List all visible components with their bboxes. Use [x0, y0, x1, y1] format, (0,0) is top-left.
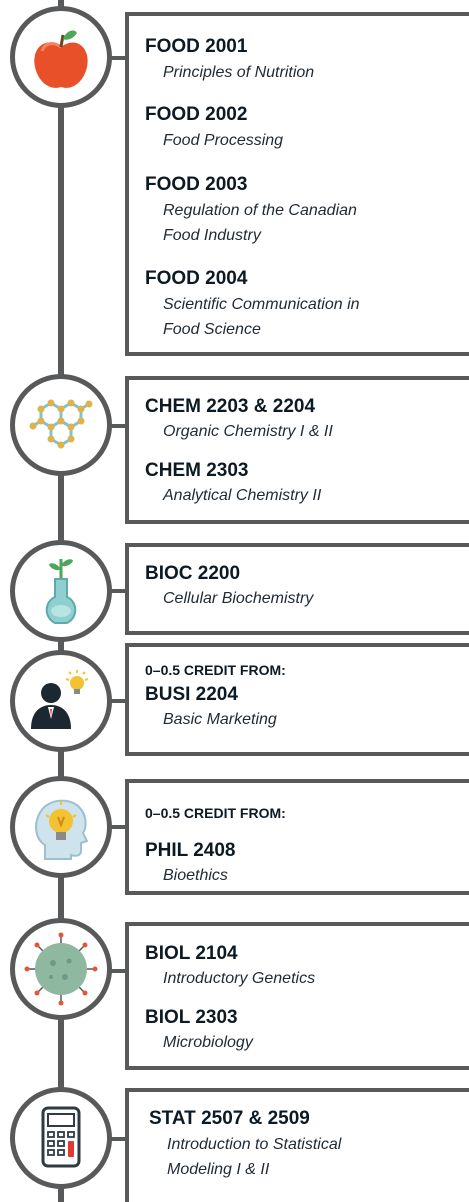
- course-code: FOOD 2001: [145, 36, 248, 57]
- course-title: Organic Chemistry I & II: [163, 423, 333, 440]
- connector-stat: [100, 1137, 126, 1141]
- credit-prefix: 0–0.5 CREDIT FROM:: [145, 662, 286, 678]
- course-title-line2: Food Industry: [163, 227, 261, 244]
- course-code: BIOL 2104: [145, 943, 238, 964]
- icon-circle-food: [10, 6, 112, 108]
- course-title: Microbiology: [163, 1034, 253, 1051]
- course-code: BIOL 2303: [145, 1007, 238, 1028]
- connector-busi: [100, 699, 126, 703]
- icon-circle-bioc: [10, 540, 112, 642]
- course-title: Principles of Nutrition: [163, 64, 315, 81]
- connector-chem: [100, 424, 126, 428]
- course-title: Scientific Communication in: [163, 296, 360, 313]
- course-box-biol: BIOL 2104 Introductory Genetics BIOL 230…: [125, 922, 469, 1070]
- course-box-stat: STAT 2507 & 2509 Introduction to Statist…: [125, 1088, 469, 1202]
- course-title-line2: Modeling I & II: [167, 1161, 270, 1178]
- course-title: Bioethics: [163, 867, 228, 884]
- course-code: FOOD 2004: [145, 268, 248, 289]
- connector-food: [100, 56, 126, 60]
- course-title: Cellular Biochemistry: [163, 590, 314, 607]
- course-code: FOOD 2002: [145, 104, 248, 125]
- course-title: Basic Marketing: [163, 711, 277, 728]
- icon-circle-stat: [10, 1087, 112, 1189]
- course-box-chem: CHEM 2203 & 2204 Organic Chemistry I & I…: [125, 376, 469, 524]
- icon-circle-phil: [10, 776, 112, 878]
- course-title: Regulation of the Canadian: [163, 202, 357, 219]
- course-title-line2: Food Science: [163, 321, 261, 338]
- course-box-bioc: BIOC 2200 Cellular Biochemistry: [125, 543, 469, 635]
- course-code: CHEM 2203 & 2204: [145, 396, 316, 417]
- icon-circle-chem: [10, 374, 112, 476]
- course-code: CHEM 2303: [145, 460, 249, 481]
- course-title: Analytical Chemistry II: [163, 487, 322, 504]
- course-code: PHIL 2408: [145, 840, 236, 861]
- course-box-food: FOOD 2001 Principles of Nutrition FOOD 2…: [125, 12, 469, 356]
- businessman-idea-icon: [31, 670, 89, 729]
- head-lightbulb-icon: [35, 799, 89, 860]
- course-code: BIOC 2200: [145, 563, 241, 584]
- calculator-icon: [41, 1106, 81, 1168]
- flask-sprout-icon: [45, 559, 77, 624]
- icon-circle-busi: [10, 650, 112, 752]
- connector-biol: [100, 969, 126, 973]
- course-code: FOOD 2003: [145, 174, 248, 195]
- credit-prefix: 0–0.5 CREDIT FROM:: [145, 805, 286, 821]
- molecule-hexagon-icon: [29, 399, 93, 449]
- course-box-phil: 0–0.5 CREDIT FROM: PHIL 2408 Bioethics: [125, 779, 469, 895]
- microbe-icon: [24, 932, 98, 1006]
- icon-circle-biol: [10, 918, 112, 1020]
- connector-phil: [100, 825, 126, 829]
- course-title: Food Processing: [163, 132, 284, 149]
- apple-icon: [34, 30, 88, 88]
- course-box-busi: 0–0.5 CREDIT FROM: BUSI 2204 Basic Marke…: [125, 643, 469, 756]
- course-code: STAT 2507 & 2509: [149, 1108, 310, 1129]
- course-title: Introductory Genetics: [163, 970, 316, 987]
- course-title: Introduction to Statistical: [167, 1136, 342, 1153]
- connector-bioc: [100, 589, 126, 593]
- course-code: BUSI 2204: [145, 684, 238, 705]
